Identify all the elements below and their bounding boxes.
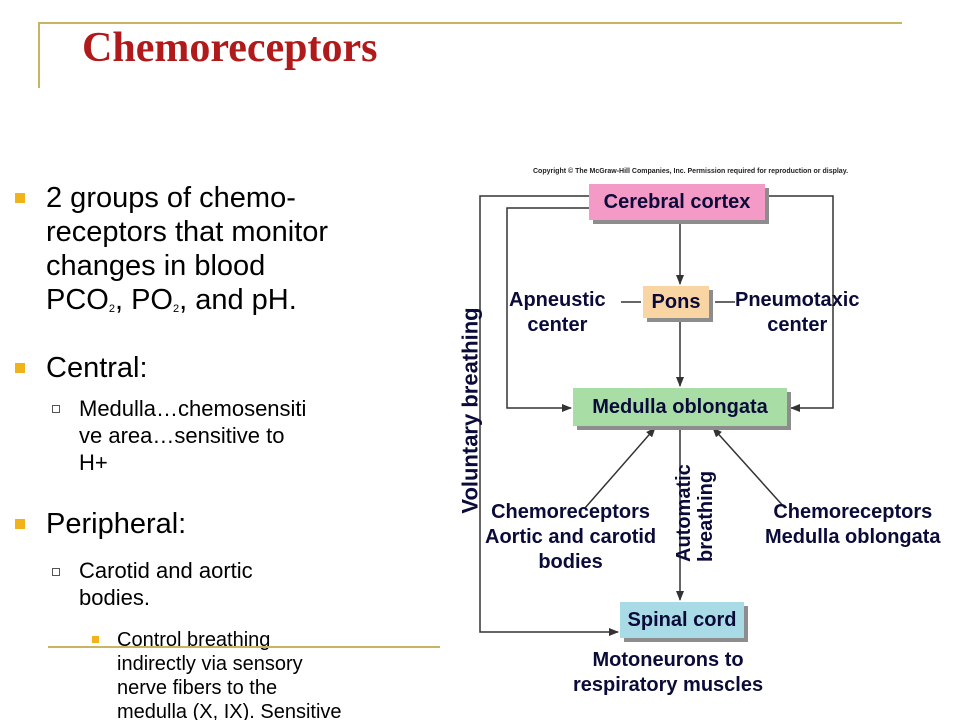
left-rule — [38, 22, 40, 88]
bullet-marker — [15, 519, 25, 529]
pons-box: Pons — [643, 286, 709, 318]
copyright-notice: Copyright © The McGraw-Hill Companies, I… — [533, 168, 849, 175]
chemoreceptors-peripheral-label: Chemoreceptors Aortic and carotid bodies — [485, 501, 657, 573]
apneustic-center-label: Apneustic center — [509, 289, 606, 336]
respiratory-control-diagram: Copyright © The McGraw-Hill Companies, I… — [445, 160, 960, 720]
sub-sub-bullet-marker — [92, 636, 99, 643]
sub-bullet-marker — [52, 405, 60, 413]
bullet-line: PCO2, PO2, and pH. — [46, 284, 297, 316]
sub-bullet-text: Medulla…chemosensiti ve area…sensitive t… — [79, 396, 307, 475]
bullet-line: receptors that monitor — [46, 216, 329, 248]
bullet-marker — [15, 193, 25, 203]
sub-bullet-marker — [52, 568, 60, 576]
diagram-arrows — [479, 195, 834, 636]
chemoreceptors-central-label: Chemoreceptors Medulla oblongata — [765, 501, 941, 548]
bullet-text: 2 groups of chemo- receptors that monito… — [46, 181, 328, 326]
motoneurons-label: Motoneurons to respiratory muscles — [573, 649, 764, 696]
slide-title: Chemoreceptors — [82, 25, 378, 71]
voluntary-breathing-label: Voluntary breathing — [457, 307, 483, 514]
top-rule — [40, 22, 902, 24]
bullet-peripheral: Peripheral: — [46, 508, 187, 540]
bullet-content: 2 groups of chemo- receptors that monito… — [0, 0, 440, 720]
cerebral-cortex-box: Cerebral cortex — [589, 184, 765, 220]
bullet-line: 2 groups of chemo- — [46, 182, 296, 214]
spinal-cord-box: Spinal cord — [620, 602, 744, 638]
sub-sub-bullet-text: Control breathing indirectly via sensory… — [117, 629, 342, 720]
bullet-marker — [15, 363, 25, 373]
medulla-oblongata-box: Medulla oblongata — [573, 388, 787, 426]
sub-bullet-text: Carotid and aortic bodies. — [79, 558, 253, 610]
bullet-line: changes in blood — [46, 250, 266, 282]
bullet-central: Central: — [46, 352, 148, 384]
bottom-rule — [48, 646, 440, 648]
pneumotaxic-center-label: Pneumotaxic center — [735, 289, 860, 336]
automatic-breathing-label: Automatic breathing — [673, 464, 717, 562]
